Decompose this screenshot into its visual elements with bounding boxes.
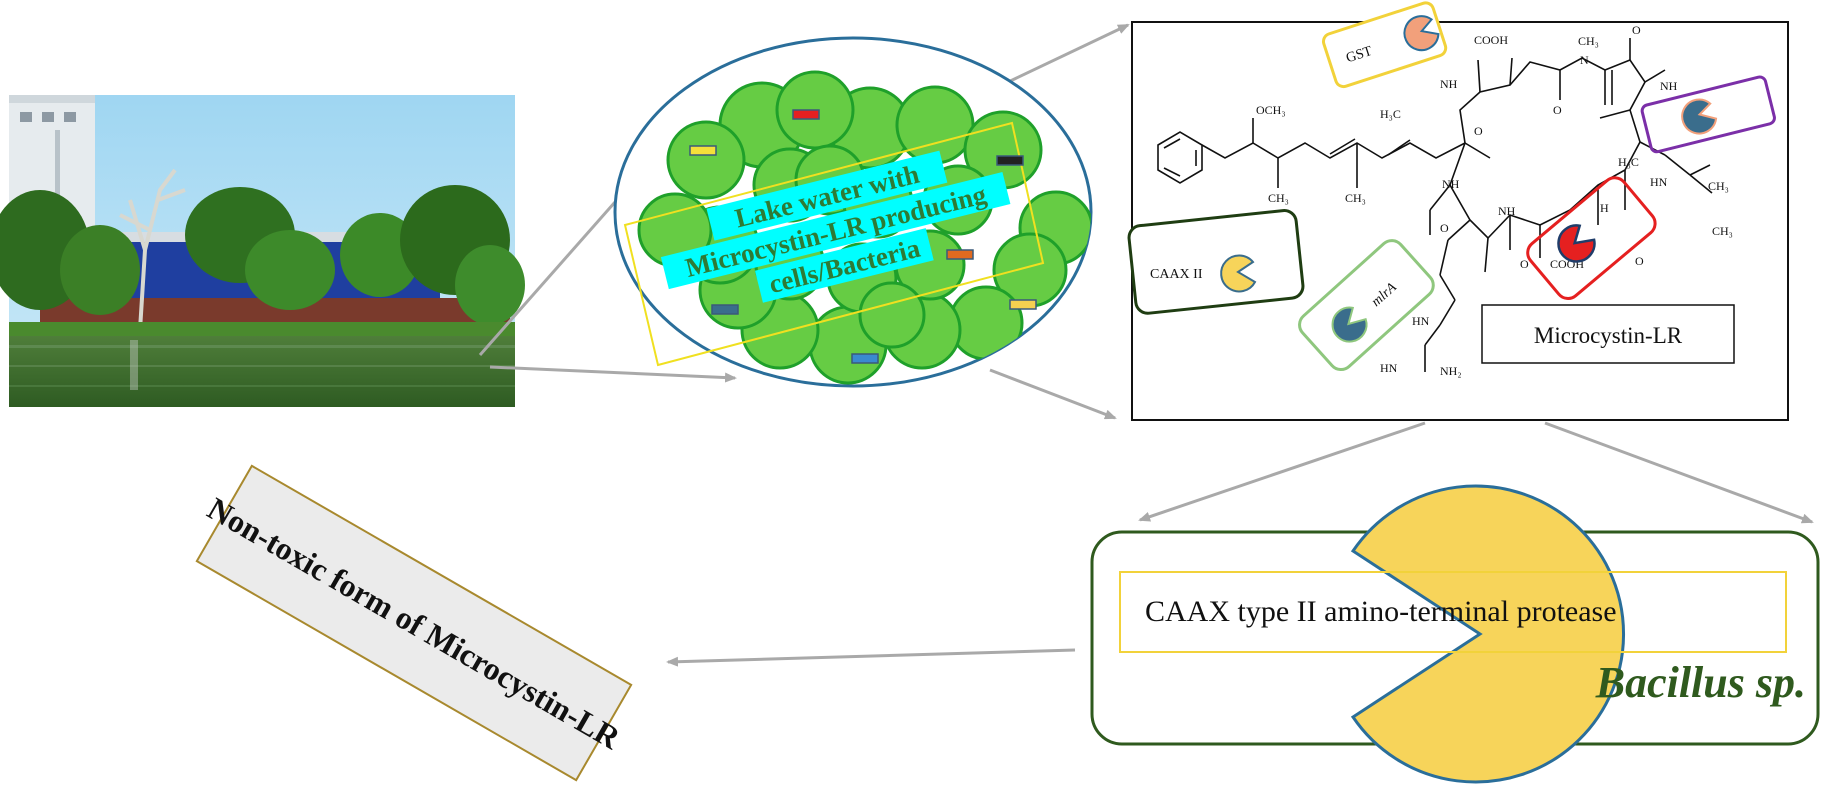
atom-ch3-c: CH₃ [1578, 34, 1599, 48]
protease-panel: CAAX type II amino-terminal protease Bac… [1090, 484, 1820, 784]
atom-cooh-a: COOH [1474, 33, 1508, 47]
product-label: Non-toxic form of Microcystin-LR [202, 490, 627, 756]
bacteria-oval: Lake water with Microcystin-LR producing… [613, 36, 1093, 388]
atom-ch3-a: CH₃ [1268, 191, 1289, 205]
arrow-lake-to-cells-lower [489, 365, 737, 383]
yellow-frame [623, 121, 1045, 367]
atom-nh-d: NH [1498, 204, 1516, 218]
atom-nh-a: NH [1440, 77, 1458, 91]
lake-photo [0, 95, 525, 407]
atom-ch3-d: CH₃ [1708, 179, 1729, 193]
purple-pacman-icon [1681, 98, 1718, 135]
enzyme-gst: GST [1321, 1, 1448, 89]
structure-label: Microcystin-LR [1534, 323, 1683, 348]
atom-o-b: O [1553, 103, 1562, 117]
atom-o-c: O [1632, 23, 1641, 37]
cell [666, 120, 746, 200]
atom-o-f: O [1440, 221, 1449, 235]
cell [858, 281, 926, 349]
enzyme-mlra: mlrA [1298, 239, 1435, 372]
atom-nh-c: NH [1660, 79, 1678, 93]
arrow-structure-to-protease-left [1138, 421, 1426, 522]
atom-hn-b: HN [1412, 314, 1430, 328]
cell [895, 85, 975, 165]
product-panel: Non-toxic form of Microcystin-LR [195, 464, 633, 782]
organism-label: Bacillus sp. [1595, 658, 1806, 707]
enzyme-purple [1640, 75, 1776, 154]
protease-pacman-icon [1350, 484, 1625, 784]
atom-h3c-b: H₃C [1618, 155, 1639, 169]
atom-hn-c: HN [1380, 361, 1398, 375]
arrow-structure-to-protease-right [1544, 421, 1814, 524]
enzyme-caax: CAAX II [1127, 209, 1305, 315]
atom-n: N [1580, 53, 1589, 67]
gst-pacman-icon [1403, 15, 1440, 52]
structure-panel: OCH₃ CH₃ CH₃ H₃C NH NH COOH O N CH₃ O O … [1127, 1, 1789, 421]
caax-pacman-icon [1220, 254, 1257, 293]
atom-ch3-b: CH₃ [1345, 191, 1366, 205]
enzyme-red [1526, 176, 1657, 300]
red-pacman-icon [1557, 224, 1596, 263]
arrow-protease-to-product [666, 648, 1076, 667]
atom-hn-a: HN [1650, 175, 1668, 189]
atom-o-e: O [1520, 257, 1529, 271]
atom-o-a: O [1474, 124, 1483, 138]
atom-ch3-e: CH₃ [1712, 224, 1733, 238]
atom-h: H [1600, 201, 1609, 215]
atom-nh-b: NH [1442, 177, 1460, 191]
mlra-pacman-icon [1331, 306, 1368, 343]
enzyme-caax-label: CAAX II [1150, 267, 1203, 282]
protease-label: CAAX type II amino-terminal protease [1145, 595, 1617, 628]
atom-och3: OCH₃ [1256, 103, 1286, 117]
arrow-cells-to-structure-lower [989, 368, 1117, 420]
atom-h3c-a: H₃C [1380, 107, 1401, 121]
atom-nh2: NH₂ [1440, 364, 1462, 378]
atom-o-d: O [1635, 254, 1644, 268]
molecule-bonds [1157, 38, 1713, 372]
